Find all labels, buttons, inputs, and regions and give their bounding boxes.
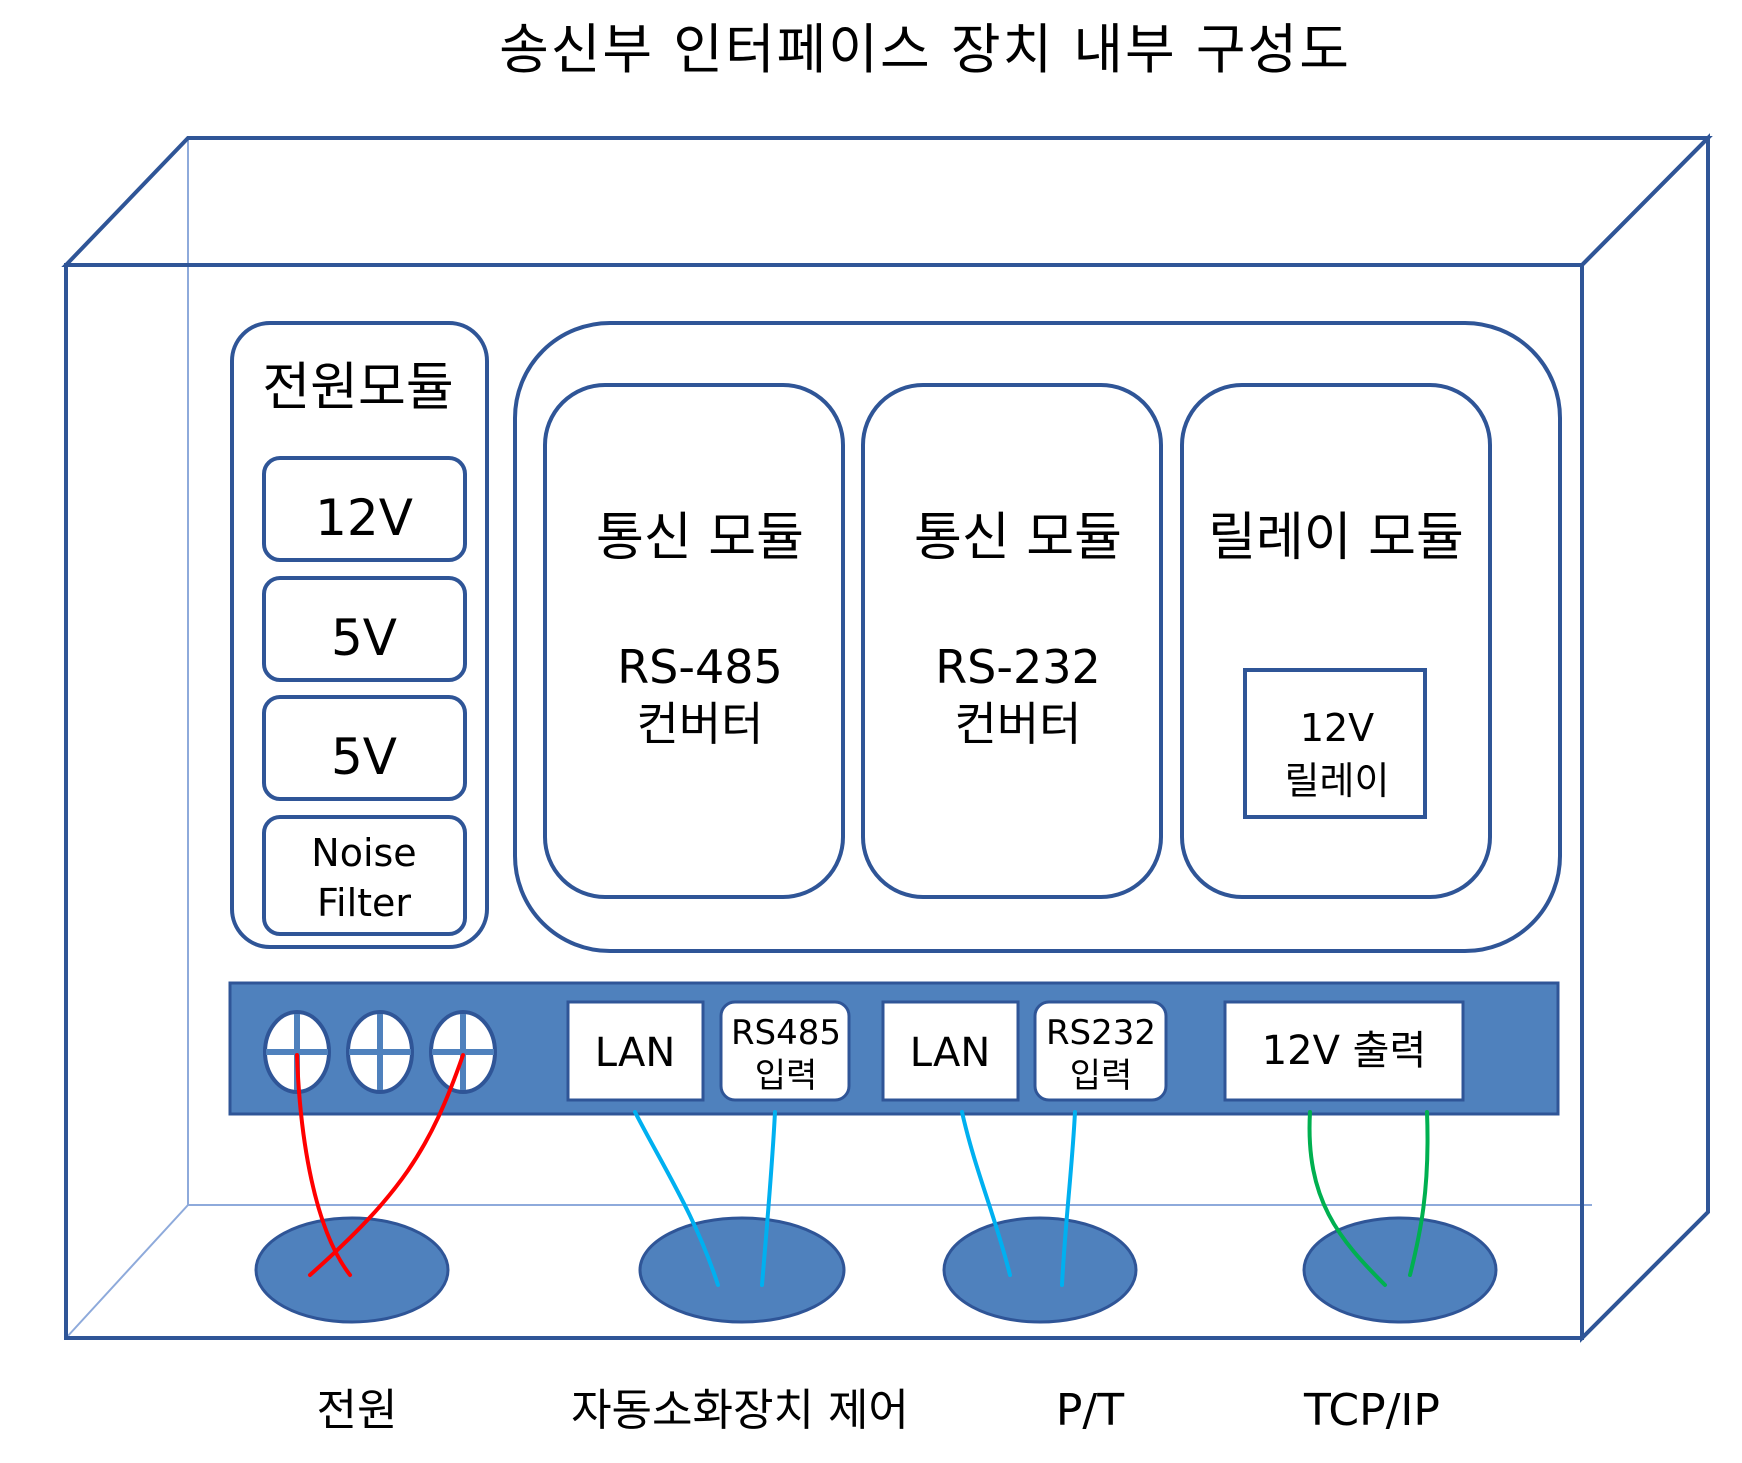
label-fire-control: 자동소화장치 제어 [571, 1385, 909, 1436]
rs485-wire [760, 1110, 777, 1287]
lan-wire-1 [633, 1110, 720, 1287]
rs232-port-line2: 입력 [1070, 1056, 1133, 1096]
relay-line2: 릴레이 [1285, 759, 1390, 803]
psu-12v-label: 12V [315, 489, 413, 547]
noise-filter-box [262, 815, 467, 936]
terminal-screw-3 [429, 1010, 497, 1094]
12v-output-port: 12V 출력 [1223, 1000, 1465, 1102]
relay-line1: 12V [1300, 706, 1374, 750]
rs485-port-line2: 입력 [755, 1056, 818, 1096]
rs232-port-line1: RS232 [1046, 1013, 1156, 1053]
rs485-input-port: RS485 입력 [719, 1000, 851, 1102]
power-module-title: 전원모듈 [262, 358, 453, 418]
lan-port-2-label: LAN [910, 1030, 991, 1076]
lan-port-2: LAN [881, 1000, 1020, 1102]
module-line1: RS-232 [935, 640, 1101, 694]
power-wire-1 [295, 1053, 352, 1277]
diagram-title: 송신부 인터페이스 장치 내부 구성도 [499, 18, 1351, 81]
comm-module-rs232: 통신 모듈 RS-232 컨버터 [861, 383, 1163, 899]
lan-port-1: LAN [566, 1000, 705, 1102]
cable-hole-power [254, 1216, 450, 1324]
rs485-port-line1: RS485 [731, 1013, 841, 1053]
comm-module-rs485: 통신 모듈 RS-485 컨버터 [543, 383, 845, 899]
module-line2: 컨버터 [955, 697, 1082, 751]
psu-5v-box-2 [262, 695, 467, 801]
cable-holes [254, 1216, 1498, 1324]
wires [295, 1053, 1430, 1287]
relay-12v-box [1243, 668, 1427, 819]
terminal-screw-2 [346, 1010, 414, 1094]
module-title: 통신 모듈 [596, 508, 804, 568]
relay-module: 릴레이 모듈 12V 릴레이 [1180, 383, 1492, 899]
module-title: 릴레이 모듈 [1208, 508, 1464, 568]
module-title: 통신 모듈 [914, 508, 1122, 568]
enclosure [61, 133, 1713, 1343]
tcp-wire-2 [1408, 1110, 1430, 1277]
lan-port-1-label: LAN [595, 1030, 676, 1076]
label-tcpip: TCP/IP [1303, 1385, 1440, 1436]
terminal-block [263, 1010, 497, 1094]
rs232-input-port: RS232 입력 [1033, 1000, 1168, 1102]
psu-12v-box [262, 456, 467, 562]
psu-5v-box-1 [262, 576, 467, 682]
power-module: 전원모듈 12V 5V 5V Noise Filter [230, 321, 489, 949]
noise-filter-line1: Noise [311, 831, 416, 875]
lan-wire-2 [960, 1110, 1012, 1277]
cable-hole-tcpip [1302, 1216, 1498, 1324]
module-line2: 컨버터 [637, 697, 764, 751]
psu-5v-label-1: 5V [331, 609, 397, 667]
module-line1: RS-485 [617, 640, 783, 694]
label-pt: P/T [1056, 1385, 1124, 1436]
label-power: 전원 [317, 1385, 398, 1436]
rs232-wire [1060, 1110, 1077, 1287]
tcp-wire-1 [1307, 1110, 1387, 1287]
noise-filter-line2: Filter [317, 881, 411, 925]
cable-hole-pt [942, 1216, 1138, 1324]
power-wire-2 [308, 1053, 465, 1277]
cable-hole-fire-control [638, 1216, 846, 1324]
psu-5v-label-2: 5V [331, 728, 397, 786]
12v-output-label: 12V 출력 [1262, 1028, 1427, 1074]
